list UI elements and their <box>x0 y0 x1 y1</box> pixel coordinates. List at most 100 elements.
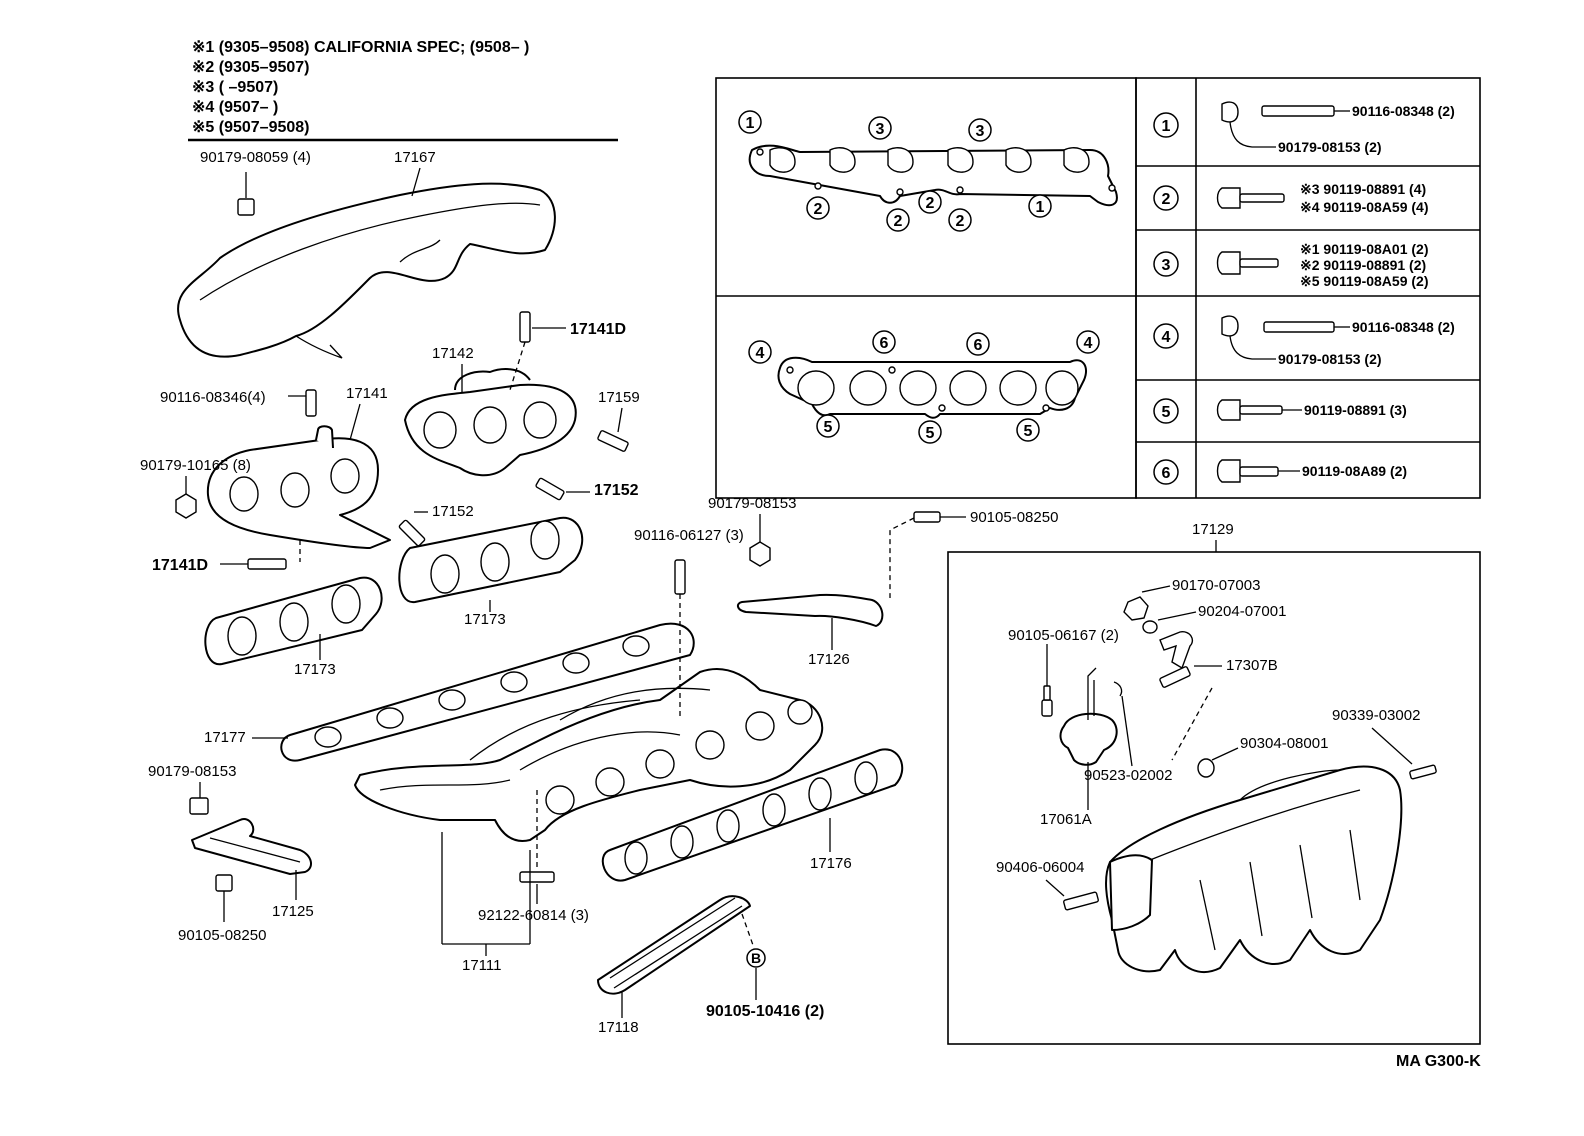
stud-17159 <box>597 407 629 452</box>
callout-lower-5c: 5 <box>1024 423 1033 440</box>
washer-90204-07001 <box>1142 611 1197 634</box>
gasket-17173-right <box>398 516 584 604</box>
label-90116-08346: 90116-08346(4) <box>160 389 266 406</box>
callout-upper-2c: 2 <box>894 213 903 230</box>
fastener-4-line-2: 90179-08153 (2) <box>1278 351 1382 367</box>
stud-icon <box>1263 321 1335 333</box>
note-1: ※1 (9305–9508) CALIFORNIA SPEC; (9508– ) <box>192 39 529 56</box>
callout-lower-6b: 6 <box>974 337 983 354</box>
stud-90116-08346 <box>288 389 317 417</box>
fastener-3-line-2: ※2 90119-08891 (2) <box>1300 257 1426 273</box>
bolt-90105-08250-bottom <box>215 874 233 922</box>
callout-upper-1b: 1 <box>1036 199 1045 216</box>
nut-90179-10165 <box>175 476 197 519</box>
label-17125: 17125 <box>272 903 314 920</box>
bolt-90105-08250-top <box>889 511 966 598</box>
label-17142: 17142 <box>432 345 474 362</box>
circle-B: B <box>746 948 766 968</box>
label-90406-06004: 90406-06004 <box>996 859 1084 876</box>
callout-upper-3b: 3 <box>976 123 985 140</box>
fastener-ref-2: 2 <box>1162 191 1171 208</box>
label-92122-60814: 92122-60814 (3) <box>478 907 589 924</box>
callout-upper-1a: 1 <box>746 115 755 132</box>
bolt-shaft-icon <box>1239 193 1285 203</box>
fastener-6-line-1: 90119-08A89 (2) <box>1302 463 1407 479</box>
label-17307B: 17307B <box>1226 657 1278 674</box>
vsv-17061A <box>1059 667 1118 810</box>
fastener-table <box>1135 77 1481 499</box>
label-17141: 17141 <box>346 385 388 402</box>
label-17176: 17176 <box>810 855 852 872</box>
label-90105-10416: 90105-10416 (2) <box>706 1003 824 1020</box>
nut-icon <box>1221 101 1239 123</box>
nut-90179-08153-left <box>189 782 209 815</box>
stud-17152-right <box>535 477 590 501</box>
fastener-ref-1: 1 <box>1162 118 1171 135</box>
nut-icon <box>1221 315 1239 337</box>
stud-17141D-top <box>509 311 566 391</box>
fastener-5-line-1: 90119-08891 (3) <box>1304 402 1407 418</box>
clip-90523-02002 <box>1113 681 1133 767</box>
callout-lower-5a: 5 <box>824 419 833 436</box>
bolt-shaft-icon <box>1239 405 1283 415</box>
bracket-17111 <box>441 832 531 956</box>
label-90523-02002: 90523-02002 <box>1084 767 1172 784</box>
callout-upper-3a: 3 <box>876 121 885 138</box>
fastener-row-2: 2 ※3 90119-08891 (4) ※4 90119-08A59 (4) <box>1153 181 1428 215</box>
label-17167: 17167 <box>394 149 436 166</box>
fastener-ref-4: 4 <box>1162 329 1171 346</box>
label-90179-10165: 90179-10165 (8) <box>140 457 251 474</box>
bracket-17118 <box>597 895 751 995</box>
callout-upper-2d: 2 <box>956 213 965 230</box>
gasket-17173-left <box>204 576 383 666</box>
label-90116-06127: 90116-06127 (3) <box>634 527 744 544</box>
label-90105-08250-bottom: 90105-08250 <box>178 927 266 944</box>
heat-insulator-17167 <box>177 182 556 359</box>
fastener-row-1: 1 90116-08348 (2) 90179-08153 (2) <box>1153 101 1455 155</box>
label-17126: 17126 <box>808 651 850 668</box>
label-17061A: 17061A <box>1040 811 1092 828</box>
label-17152-left: 17152 <box>432 503 474 520</box>
fastener-ref-5: 5 <box>1162 404 1171 421</box>
label-90105-08250-top: 90105-08250 <box>970 509 1058 526</box>
fastener-3-line-3: ※5 90119-08A59 (2) <box>1300 273 1428 289</box>
note-3: ※3 ( –9507) <box>192 79 278 96</box>
label-90179-08153-mid: 90179-08153 <box>708 495 796 512</box>
bolt-head-icon <box>1216 459 1241 483</box>
note-5: ※5 (9507–9508) <box>192 119 310 136</box>
stud-17152-left <box>398 511 428 547</box>
notes-block: ※1 (9305–9508) CALIFORNIA SPEC; (9508– )… <box>188 39 618 142</box>
stud-icon <box>1261 105 1335 117</box>
fastener-1-line-1: 90116-08348 (2) <box>1352 103 1455 119</box>
label-17173-right: 17173 <box>464 611 506 628</box>
stud-90406-06004 <box>1045 879 1099 911</box>
washer-90304-08001 <box>1197 747 1239 778</box>
intake-chamber-box <box>947 551 1481 1045</box>
stay-17126 <box>736 593 884 627</box>
fastener-1-line-2: 90179-08153 (2) <box>1278 139 1382 155</box>
fastener-4-line-1: 90116-08348 (2) <box>1352 319 1455 335</box>
label-17141D-bottom: 17141D <box>152 557 208 574</box>
intake-manifold-17111 <box>354 668 824 842</box>
label-90105-06167: 90105-06167 (2) <box>1008 627 1119 644</box>
fastener-2-line-2: ※4 90119-08A59 (4) <box>1300 199 1428 215</box>
label-17129: 17129 <box>1192 521 1234 538</box>
bolt-head-icon <box>1216 251 1241 275</box>
fastener-row-5: 5 90119-08891 (3) <box>1153 398 1407 424</box>
note-2: ※2 (9305–9507) <box>192 59 310 76</box>
label-17118: 17118 <box>598 1019 639 1036</box>
fastener-row-3: 3 ※1 90119-08A01 (2) ※2 90119-08891 (2) … <box>1153 241 1428 289</box>
label-17173-left: 17173 <box>294 661 336 678</box>
label-17159: 17159 <box>598 389 640 406</box>
gasket-lower-callouts: 4 6 6 4 5 5 5 <box>748 330 1100 444</box>
stud-90116-06127 <box>674 559 686 720</box>
stay-17125 <box>191 818 312 875</box>
fastener-ref-3: 3 <box>1162 257 1171 274</box>
label-17177: 17177 <box>204 729 246 746</box>
stud-92122-60814 <box>519 790 555 904</box>
callout-lower-6a: 6 <box>880 335 889 352</box>
label-90204-07001: 90204-07001 <box>1198 603 1286 620</box>
bracket-17307B <box>1159 631 1222 688</box>
label-90179-08059: 90179-08059 (4) <box>200 149 311 166</box>
